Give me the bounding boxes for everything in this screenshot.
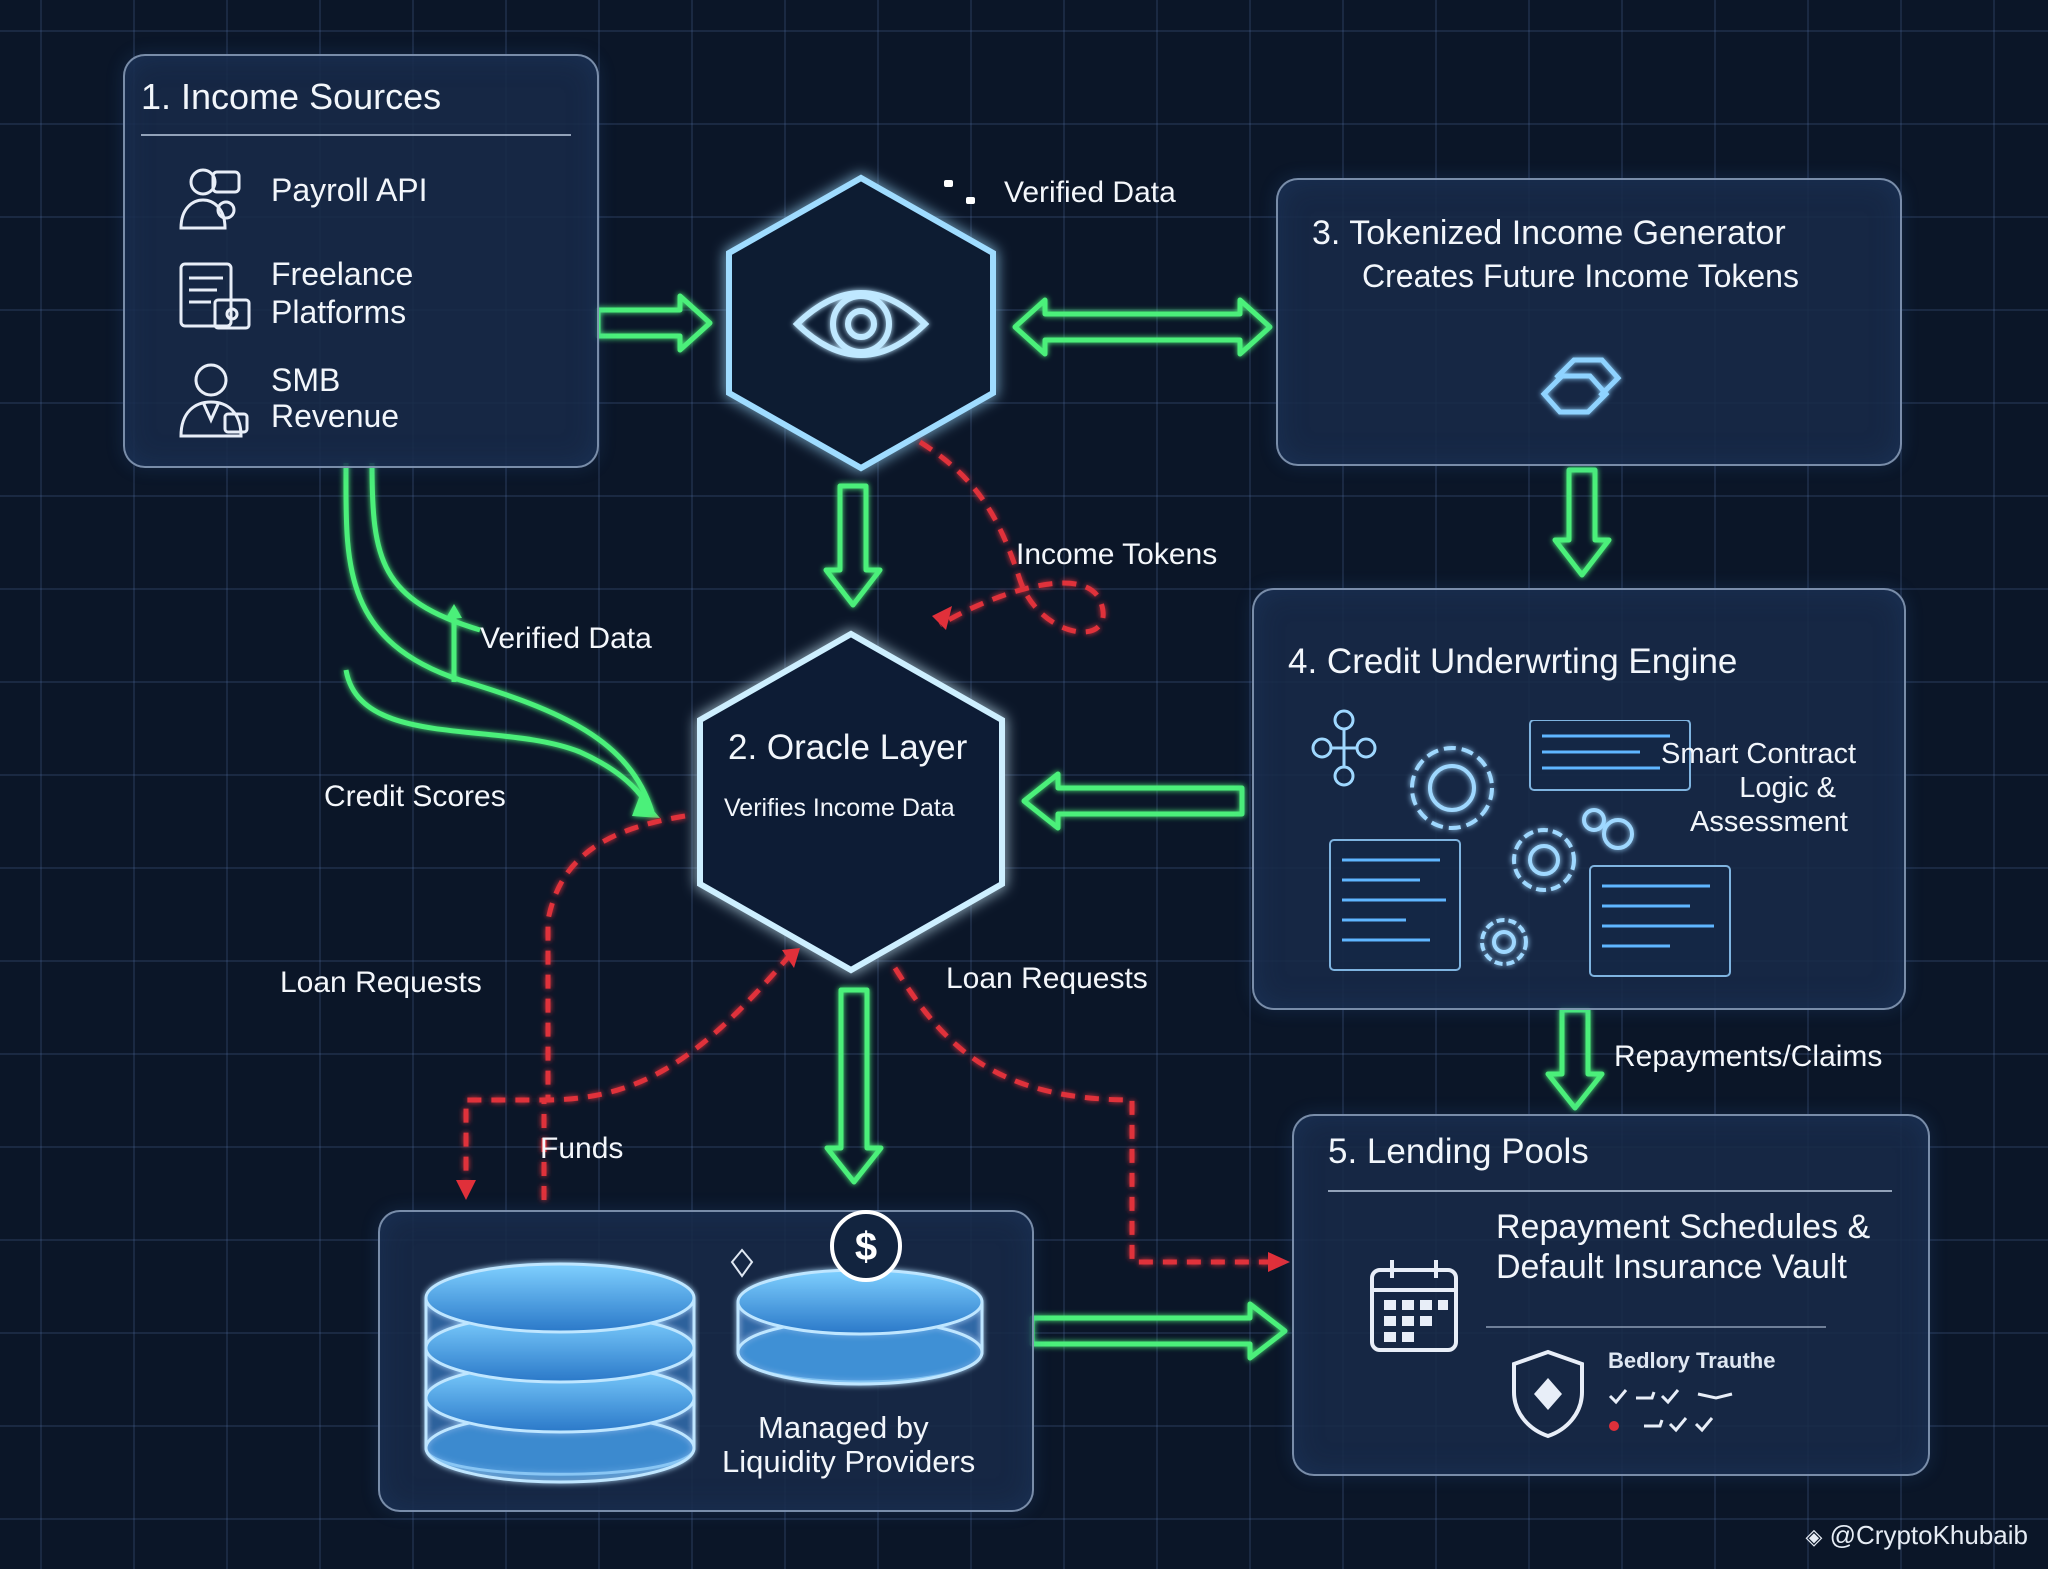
arrow-sources-curve-inner [369,462,481,633]
arrow-sources-to-eye [595,293,713,353]
freelance-label-1: Freelance [271,256,414,292]
freelance-label-2: Platforms [271,294,407,330]
arrow-eye-to-oracle [823,483,883,608]
label-verified-top: Verified Data [1004,176,1176,209]
database-stack-icon [424,1262,696,1484]
calendar-icon [1370,1260,1458,1352]
underwriting-caption-3: Assessment [1690,806,1848,838]
label-verified-left: Verified Data [480,622,652,655]
shield-icon [1512,1349,1584,1439]
arrow-sources-curve-outer [343,462,655,813]
dashed-eye-to-tokens [918,439,1106,635]
dashed-arrowhead-loan [456,1180,476,1200]
dashed-oracle-to-lending [892,966,1270,1265]
smb-label-1: SMB [271,362,341,398]
network-nodes-icon [1311,709,1377,787]
lending-title: 5. Lending Pools [1328,1132,1589,1171]
lending-line-1: Repayment Schedules & [1496,1208,1871,1246]
arrow-tokenizer-to-underwriting [1552,467,1612,578]
dashed-oracle-to-loan-left [463,813,686,1185]
dollar-coin-icon: $ [830,1210,902,1282]
checklist-icon [1608,1389,1733,1433]
oracle-title: 2. Oracle Layer [728,728,968,767]
smb-label-2: Revenue [271,398,400,434]
lending-divider [1328,1190,1892,1192]
dashed-arrowhead-funds [782,948,800,968]
label-funds: Funds [540,1132,624,1165]
shield-label: Bedlory Trauthe [1608,1348,1776,1373]
underwriting-title: 4. Credit Underwrting Engine [1288,642,1738,681]
lending-inner-divider [1486,1326,1826,1328]
payroll-api-label: Payroll API [271,172,428,208]
watermark-logo-icon: ◈ [1805,1524,1823,1549]
lending-line-2: Default Insurance Vault [1496,1248,1847,1286]
dashed-arrowhead-lending [1268,1252,1290,1272]
svg-text:$: $ [855,1225,877,1269]
liquidity-panel: $ Managed by Liquidity Providers [378,1210,1034,1512]
dashed-funds-to-oracle [541,953,792,1200]
pool-disk-icon [736,1268,984,1386]
eye-hexagon [726,174,996,472]
user-id-badge-icon [179,168,241,230]
lending-panel: 5. Lending Pools Repayment Schedules & D… [1292,1114,1930,1476]
document-wallet-icon [179,262,251,330]
oracle-hexagon [697,630,1005,974]
diamond-icon [730,1248,754,1278]
label-credit-scores: Credit Scores [324,780,506,813]
arrow-liquidity-to-lending [1029,1301,1288,1361]
underwriting-caption-1: Smart Contract [1661,738,1856,770]
income-sources-panel: 1. Income Sources Payroll API Freelance … [123,54,599,468]
gears-icon [1410,746,1634,966]
token-stack-icon [1540,357,1622,415]
watermark: ◈ @CryptoKhubaib [1805,1520,2028,1551]
code-screens-icon [1329,720,1731,977]
arrowhead-verified-up [446,604,462,618]
tokenizer-subtitle: Creates Future Income Tokens [1362,258,1799,294]
business-person-icon [179,363,249,438]
tokenizer-title: 3. Tokenized Income Generator [1312,214,1786,252]
arrowhead-curve [632,795,660,818]
arrow-eye-tokenizer [1012,297,1273,357]
arrow-sources-curve-low [343,669,655,814]
label-loan-requests-right: Loan Requests [946,962,1148,995]
eye-icon [792,290,930,358]
income-sources-title: 1. Income Sources [141,76,442,117]
underwriting-caption-2: Logic & [1739,772,1836,804]
arrow-underwriting-to-oracle [1021,771,1245,831]
label-loan-requests-left: Loan Requests [280,966,482,999]
underwriting-panel: 4. Credit Underwrting Engine Smart Contr… [1252,588,1906,1010]
label-income-tokens: Income Tokens [1016,538,1218,571]
arrow-oracle-to-liquidity [824,987,884,1185]
tokenizer-panel: 3. Tokenized Income Generator Creates Fu… [1276,178,1902,466]
sparkle-icon [944,180,975,204]
oracle-subtitle: Verifies Income Data [724,794,955,822]
arrow-underwriting-to-lending [1545,1007,1605,1111]
liquidity-line-2: Liquidity Providers [722,1444,976,1479]
income-sources-divider [141,134,571,136]
liquidity-line-1: Managed by [758,1410,929,1445]
label-repayments: Repayments/Claims [1614,1040,1883,1073]
dashed-arrowhead-tokens [932,606,952,630]
watermark-text: @CryptoKhubaib [1829,1520,2028,1550]
